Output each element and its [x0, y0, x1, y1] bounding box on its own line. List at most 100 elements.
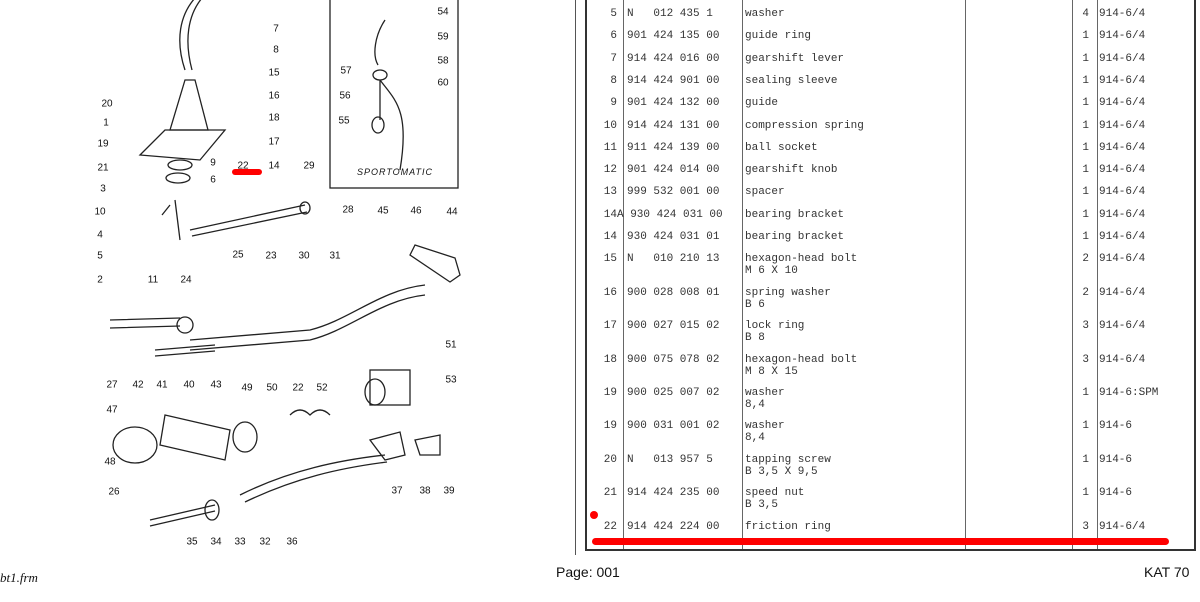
row-highlight-underline — [592, 538, 1169, 545]
part-number-cell: A 930 424 031 00 — [617, 208, 723, 221]
footer-filename: bt1.frm — [0, 570, 38, 585]
part-number-cell: 914 424 016 00 — [627, 52, 720, 65]
description-cell: gearshift knob — [745, 164, 838, 177]
callout-number: 29 — [303, 160, 315, 172]
part-number-cell: 901 424 014 00 — [627, 164, 720, 177]
description-cell: compression spring — [745, 119, 864, 132]
quantity-cell: 1 — [1082, 386, 1089, 399]
position-cell: 16 — [603, 286, 617, 299]
model-cell: 914-6 — [1099, 420, 1133, 433]
row-highlight-dot — [590, 511, 598, 519]
quantity-cell: 1 — [1082, 97, 1089, 110]
sportomatic-inset-frame — [329, 0, 459, 189]
quantity-cell: 1 — [1082, 30, 1089, 43]
description-cell: speed nut — [745, 487, 805, 500]
position-cell: 19 — [603, 386, 617, 399]
position-cell: 18 — [603, 353, 617, 366]
description-cell: sealing sleeve — [745, 74, 838, 87]
position-cell: 13 — [603, 186, 617, 199]
callout-number: 35 — [186, 536, 198, 548]
callout-number: 53 — [445, 374, 457, 386]
callout-number: 11 — [147, 274, 159, 286]
callout-number: 24 — [180, 274, 192, 286]
callout-number: 1 — [103, 117, 109, 129]
quantity-cell: 1 — [1082, 74, 1089, 87]
description-detail-cell: 8,4 — [745, 432, 765, 445]
callout-number: 59 — [437, 31, 449, 43]
quantity-cell: 2 — [1082, 253, 1089, 266]
callout-number: 39 — [443, 485, 455, 497]
callout-number: 42 — [132, 379, 144, 391]
position-cell: 20 — [603, 453, 617, 466]
description-detail-cell: M 6 X 10 — [745, 265, 798, 278]
callout-number: 51 — [445, 339, 457, 351]
callout-number: 50 — [266, 382, 278, 394]
part-number-cell: 914 424 235 00 — [627, 487, 720, 500]
model-cell: 914-6:SPM — [1099, 386, 1159, 399]
model-cell: 914-6/4 — [1099, 52, 1146, 65]
callout-number: 33 — [234, 536, 246, 548]
quantity-cell: 1 — [1082, 186, 1089, 199]
position-cell: 11 — [603, 141, 617, 154]
quantity-cell: 1 — [1082, 453, 1089, 466]
position-cell: 17 — [603, 320, 617, 333]
description-detail-cell: B 3,5 X 9,5 — [745, 465, 818, 478]
quantity-cell: 1 — [1082, 164, 1089, 177]
callout-number: 47 — [106, 404, 118, 416]
description-cell: spring washer — [745, 286, 831, 299]
model-cell: 914-6 — [1099, 453, 1133, 466]
quantity-cell: 1 — [1082, 231, 1089, 243]
part-number-cell: 901 424 132 00 — [627, 97, 720, 110]
callout-number: 27 — [106, 379, 118, 391]
callout-number: 54 — [437, 6, 449, 18]
callout-number: 22 — [237, 160, 249, 172]
position-cell: 6 — [610, 30, 617, 43]
callout-number: 41 — [156, 379, 168, 391]
model-cell: 914-6/4 — [1099, 119, 1146, 132]
callout-number: 6 — [210, 174, 216, 186]
callout-number: 49 — [241, 382, 253, 394]
model-cell: 914-6/4 — [1099, 8, 1146, 20]
callout-number: 4 — [97, 229, 103, 241]
part-number-cell: 900 027 015 02 — [627, 320, 720, 333]
sportomatic-label: SPORTOMATIC — [356, 167, 434, 177]
callout-number: 20 — [101, 98, 113, 110]
diagram-highlight-mark — [232, 169, 262, 175]
quantity-cell: 1 — [1082, 52, 1089, 65]
model-cell: 914-6 — [1099, 487, 1133, 500]
model-cell: 914-6/4 — [1099, 74, 1146, 87]
callout-number: 23 — [265, 250, 277, 262]
callout-number: 17 — [268, 136, 280, 148]
description-cell: bearing bracket — [745, 231, 845, 243]
quantity-cell: 1 — [1082, 420, 1089, 433]
callout-number: 3 — [100, 183, 106, 195]
quantity-cell: 3 — [1082, 520, 1089, 533]
diagram-drawing — [109, 0, 461, 527]
description-cell: washer — [745, 386, 785, 399]
quantity-cell: 3 — [1082, 320, 1089, 333]
model-cell: 914-6/4 — [1099, 353, 1146, 366]
quantity-cell: 3 — [1082, 353, 1089, 366]
callout-number: 8 — [273, 44, 279, 56]
part-number-cell: 914 424 901 00 — [627, 74, 720, 87]
quantity-cell: 1 — [1082, 487, 1089, 500]
part-number-cell: 999 532 001 00 — [627, 186, 720, 199]
part-number-cell: N 010 210 13 — [627, 253, 720, 266]
part-number-cell: 901 424 135 00 — [627, 30, 720, 43]
description-cell: friction ring — [745, 520, 831, 533]
position-cell: 10 — [603, 119, 617, 132]
callout-number: 22 — [292, 382, 304, 394]
part-number-cell: 900 025 007 02 — [627, 386, 720, 399]
description-detail-cell: B 6 — [745, 298, 765, 311]
quantity-cell: 2 — [1082, 286, 1089, 299]
position-cell: 15 — [603, 253, 617, 266]
callout-number: 40 — [183, 379, 195, 391]
callout-number: 7 — [273, 23, 279, 35]
part-number-cell: N 013 957 5 — [627, 453, 713, 466]
callout-number: 25 — [232, 249, 244, 261]
part-number-cell: N 012 435 1 — [627, 8, 713, 20]
callout-number: 45 — [377, 205, 389, 217]
callout-number: 26 — [108, 486, 120, 498]
callout-number: 9 — [210, 157, 216, 169]
